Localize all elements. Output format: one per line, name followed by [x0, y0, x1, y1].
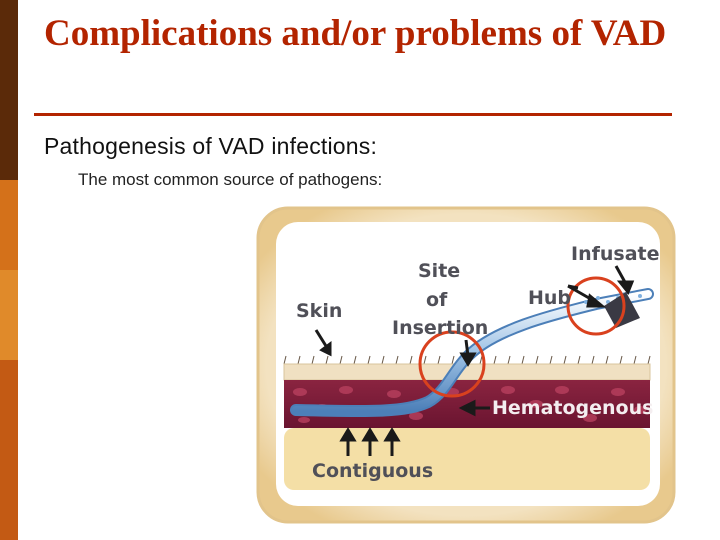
label-infusate: Infusate [571, 243, 660, 265]
accent-segment-light [0, 270, 18, 360]
contiguous-arrow-3-icon [383, 427, 401, 442]
left-accent-bar [0, 0, 18, 540]
label-hematogenous: Hematogenous [492, 397, 653, 419]
label-skin: Skin [296, 300, 342, 322]
accent-segment-orange [0, 180, 18, 270]
label-of: of [426, 289, 448, 311]
slide-title: Complications and/or problems of VAD [44, 13, 667, 54]
label-hub: Hub [528, 287, 571, 309]
hub-circle [566, 276, 626, 336]
skin-hair [283, 355, 651, 365]
contiguous-arrow-1-icon [339, 427, 357, 442]
skin-arrowhead-icon [319, 341, 332, 357]
label-site: Site [418, 260, 460, 282]
accent-segment-dark [0, 0, 18, 180]
skin-layer [283, 363, 651, 381]
hematogenous-arrowhead-icon [458, 399, 476, 417]
catheter-tube [292, 290, 652, 416]
catheter-hub [604, 292, 640, 328]
vad-infection-diagram: Infusate Site of Insertion Skin Hub Hema… [256, 206, 676, 524]
contiguous-arrow-2-icon [361, 427, 379, 442]
label-insertion: Insertion [392, 317, 488, 339]
hub-arrowhead-icon [586, 293, 607, 308]
insertion-arrowhead-icon [459, 352, 477, 367]
slide-bullet: The most common source of pathogens: [78, 170, 383, 189]
accent-segment-bottom [0, 360, 18, 540]
label-contiguous: Contiguous [312, 460, 433, 482]
skin-arrow-icon [314, 329, 328, 347]
slide-subtitle: Pathogenesis of VAD infections: [44, 133, 378, 159]
pointer-arrows [314, 265, 635, 456]
infusate-arrowhead-icon [616, 280, 635, 295]
deep-tissue-layer [284, 428, 650, 490]
insertion-site-circle [418, 330, 486, 398]
title-divider [34, 113, 672, 116]
